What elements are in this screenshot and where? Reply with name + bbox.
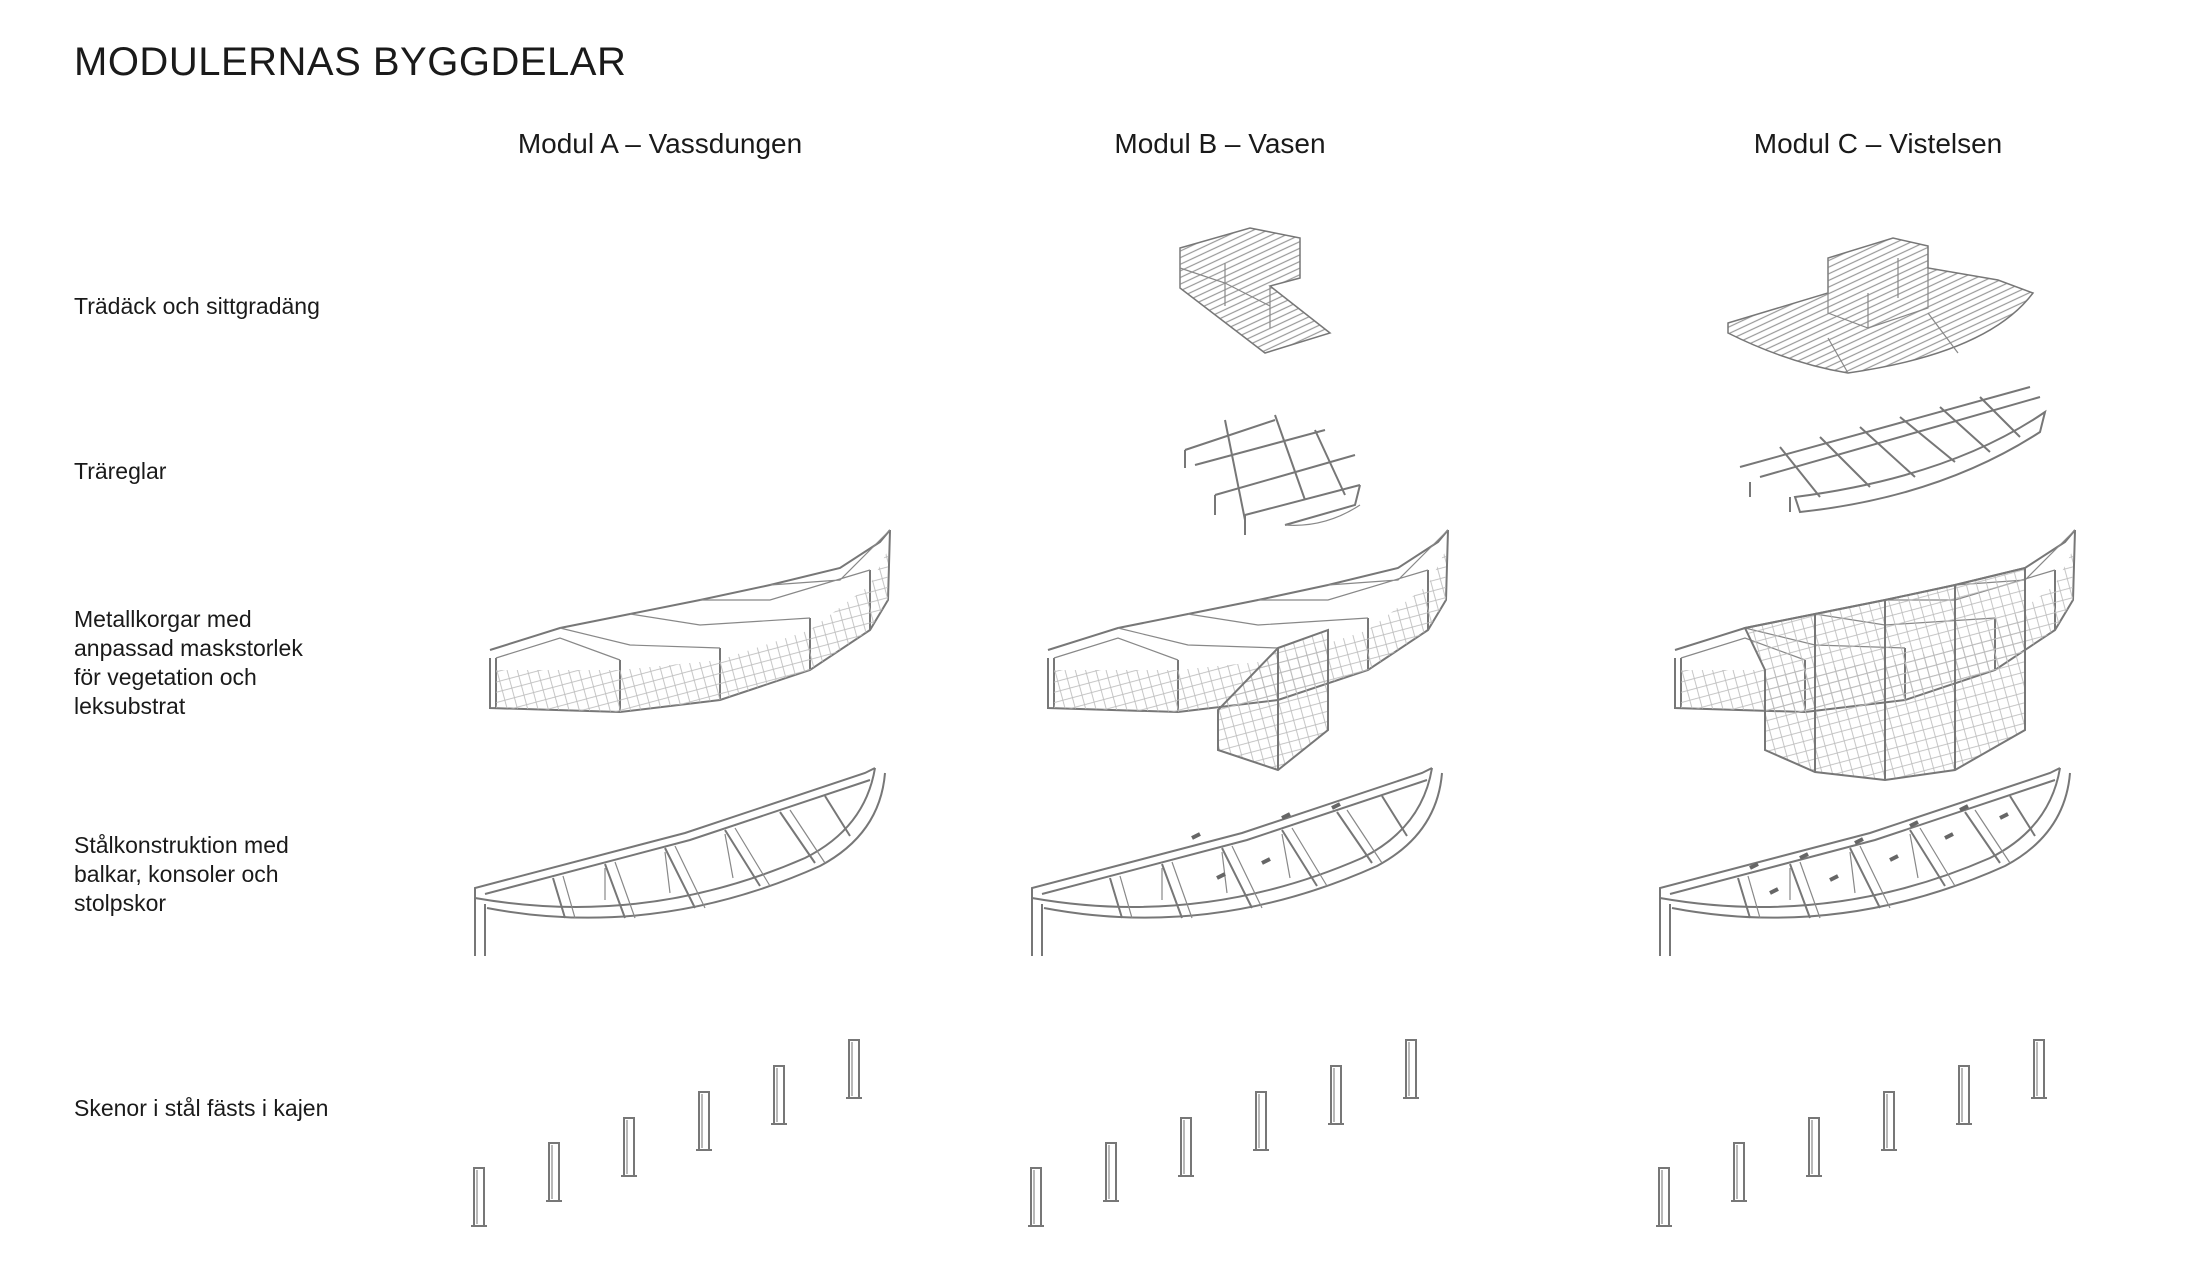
modul-c-deck-and-seating xyxy=(1727,237,2035,374)
modul-c-rails xyxy=(1655,1039,2048,1227)
row-label-skenor: Skenor i stål fästs i kajen xyxy=(74,1094,328,1123)
row-label-line: anpassad maskstorlek xyxy=(74,635,303,661)
modul-b-rails xyxy=(1027,1039,1420,1227)
modul-b-steel-structure xyxy=(1031,767,1443,957)
modul-c-baskets xyxy=(1674,529,2076,782)
modul-a-rails xyxy=(470,1039,863,1227)
modul-c-timber-joists xyxy=(1739,386,2047,514)
column-header-modul-a: Modul A – Vassdungen xyxy=(517,128,803,159)
column-header-modul-c: Modul C – Vistelsen xyxy=(1753,128,2003,159)
row-label-line: balkar, konsoler och xyxy=(74,861,279,887)
row-label-line: Skenor i stål fästs i kajen xyxy=(74,1095,329,1121)
row-label-tradack: Trädäck och sittgradäng xyxy=(74,292,320,321)
page-title: MODULERNAS BYGGDELAR xyxy=(74,40,627,84)
row-label-line: för vegetation och xyxy=(74,664,257,690)
modul-b-timber-joists xyxy=(1184,414,1361,535)
modul-a-baskets xyxy=(489,529,891,713)
modul-b-baskets xyxy=(1047,529,1449,772)
column-header-modul-b: Modul B – Vasen xyxy=(1114,128,1326,159)
modul-a-steel-structure xyxy=(474,767,886,957)
row-label-line: Trädäck och sittgradäng xyxy=(74,293,320,319)
row-label-line: leksubstrat xyxy=(74,693,186,719)
row-label-trareglar: Träreglar xyxy=(74,457,166,486)
row-label-line: stolpskor xyxy=(74,890,167,916)
row-label-stalkonstruktion: Stålkonstruktion med balkar, konsoler oc… xyxy=(74,831,289,918)
modul-c-steel-structure xyxy=(1659,767,2071,957)
row-label-line: Träreglar xyxy=(74,458,167,484)
row-label-line: Stålkonstruktion med xyxy=(74,832,289,858)
row-label-metallkorgar: Metallkorgar med anpassad maskstorlek fö… xyxy=(74,605,303,721)
modul-b-deck-and-seating xyxy=(1179,227,1332,354)
row-label-line: Metallkorgar med xyxy=(74,606,252,632)
